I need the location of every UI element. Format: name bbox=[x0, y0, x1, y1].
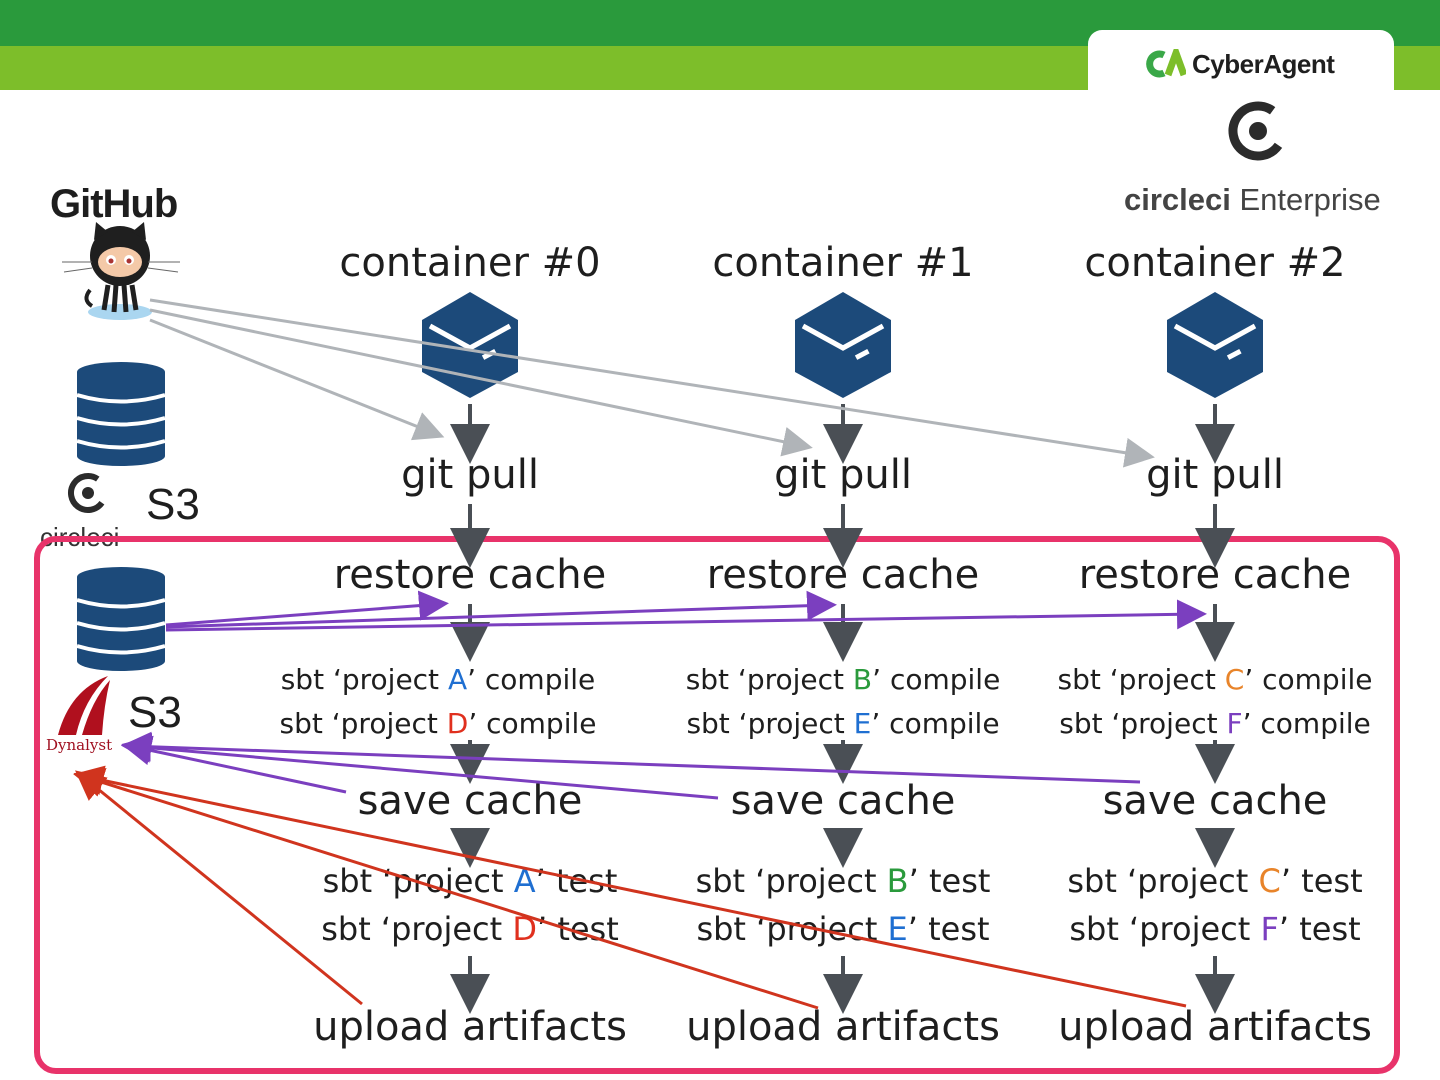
octocat-icon bbox=[62, 222, 180, 320]
compile-command: sbt ‘project E’ compile bbox=[686, 707, 1000, 740]
cyberagent-mark-icon bbox=[1146, 49, 1186, 78]
upload-artifacts-step: upload artifacts bbox=[1058, 1004, 1372, 1050]
compile-command: sbt ‘project B’ compile bbox=[685, 663, 1001, 696]
save-cache-step: save cache bbox=[357, 778, 583, 824]
container-box-icon bbox=[795, 292, 891, 398]
git-arrow bbox=[149, 298, 1155, 468]
test-command: sbt ‘project E’ test bbox=[696, 910, 990, 948]
compile-command: sbt ‘project C’ compile bbox=[1057, 663, 1373, 696]
database-icon bbox=[76, 362, 166, 466]
github-label: GitHub bbox=[50, 182, 178, 226]
container-box-icon bbox=[1167, 292, 1263, 398]
test-command: sbt ‘project C’ test bbox=[1067, 862, 1363, 900]
test-command: sbt ‘project D’ test bbox=[321, 910, 619, 948]
upload-artifacts-step: upload artifacts bbox=[313, 1004, 627, 1050]
container-box-icon bbox=[422, 292, 518, 398]
test-command: sbt ‘project F’ test bbox=[1069, 910, 1361, 948]
test-command: sbt ‘project A’ test bbox=[322, 862, 618, 900]
git-pull-step: git pull bbox=[401, 452, 539, 498]
save-cache-step: save cache bbox=[1102, 778, 1328, 824]
compile-command: sbt ‘project D’ compile bbox=[279, 707, 597, 740]
git-arrow bbox=[149, 308, 813, 457]
git-pull-step: git pull bbox=[1146, 452, 1284, 498]
restore-cache-step: restore cache bbox=[1078, 552, 1352, 598]
compile-command: sbt ‘project F’ compile bbox=[1059, 707, 1371, 740]
circleci-small-icon bbox=[68, 473, 108, 513]
brand-tab bbox=[1088, 30, 1394, 100]
dynalyst-label: Dynalyst bbox=[46, 736, 113, 754]
restore-cache-step: restore cache bbox=[333, 552, 607, 598]
cyberagent-logo: CyberAgent bbox=[1146, 46, 1335, 82]
s3-label-top: S3 bbox=[146, 480, 200, 529]
restore-cache-step: restore cache bbox=[706, 552, 980, 598]
git-pull-step: git pull bbox=[774, 452, 912, 498]
circleci-enterprise-label: circleci Enterprise bbox=[1124, 182, 1381, 217]
s3-label-bottom: S3 bbox=[128, 688, 182, 737]
container-title-2: container #2 bbox=[1084, 240, 1346, 286]
save-cache-step: save cache bbox=[730, 778, 956, 824]
compile-command: sbt ‘project A’ compile bbox=[280, 663, 596, 696]
circleci-logo-icon bbox=[1228, 101, 1288, 161]
git-arrow bbox=[149, 318, 445, 441]
brand-name: CyberAgent bbox=[1192, 48, 1335, 79]
cache-artifact-frame bbox=[34, 536, 1400, 1074]
upload-artifacts-step: upload artifacts bbox=[686, 1004, 1000, 1050]
test-command: sbt ‘project B’ test bbox=[695, 862, 991, 900]
container-title-0: container #0 bbox=[339, 240, 601, 286]
container-title-1: container #1 bbox=[712, 240, 974, 286]
